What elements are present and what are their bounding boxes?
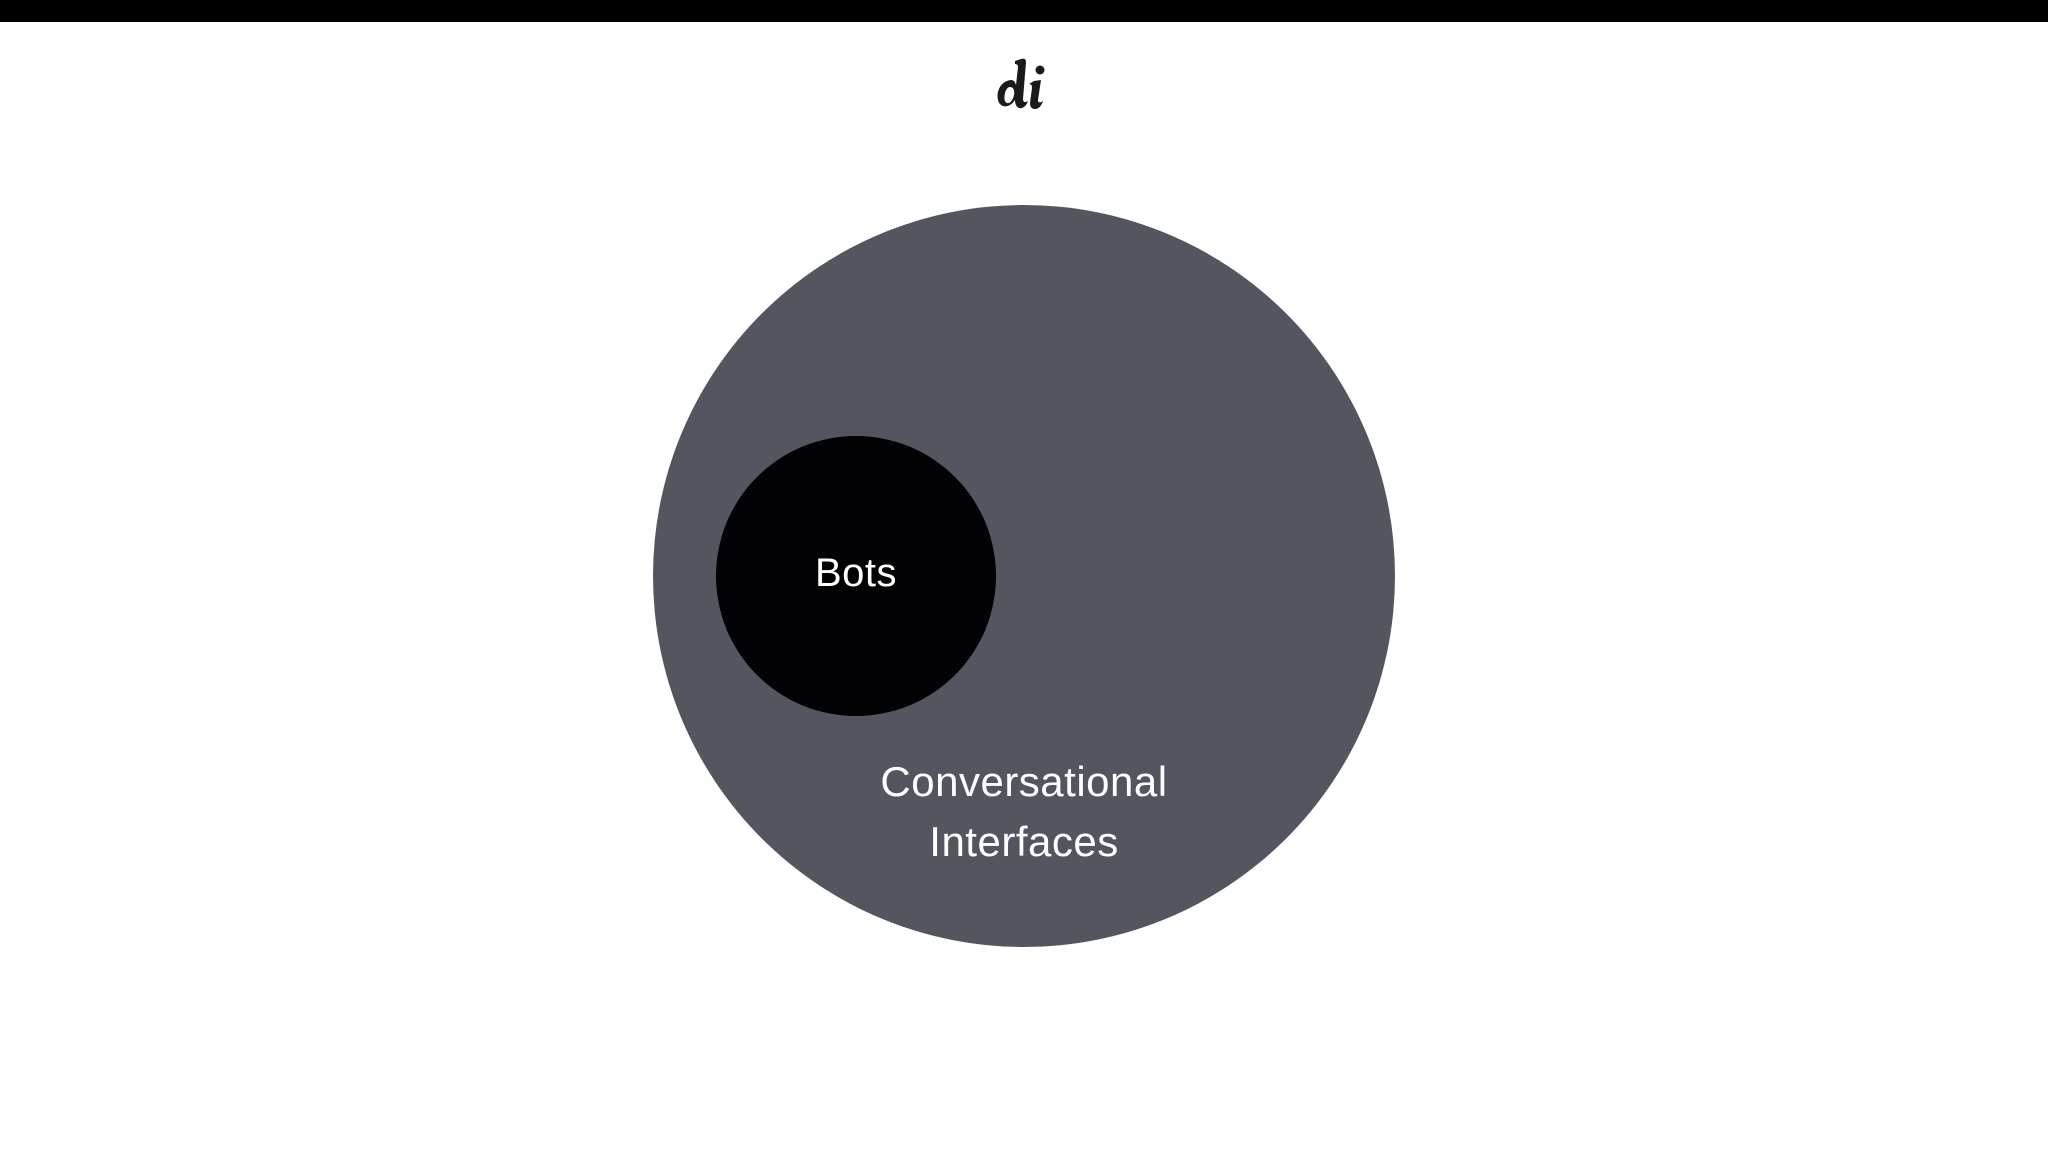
outer-label-line-1: Conversational	[880, 758, 1168, 805]
di-logo-icon	[997, 58, 1045, 109]
conversational-interfaces-label: Conversational Interfaces	[824, 752, 1224, 872]
bots-circle: Bots	[716, 436, 996, 716]
top-bar	[0, 0, 2048, 22]
bots-label: Bots	[814, 551, 898, 595]
outer-label-line-2: Interfaces	[929, 818, 1119, 865]
